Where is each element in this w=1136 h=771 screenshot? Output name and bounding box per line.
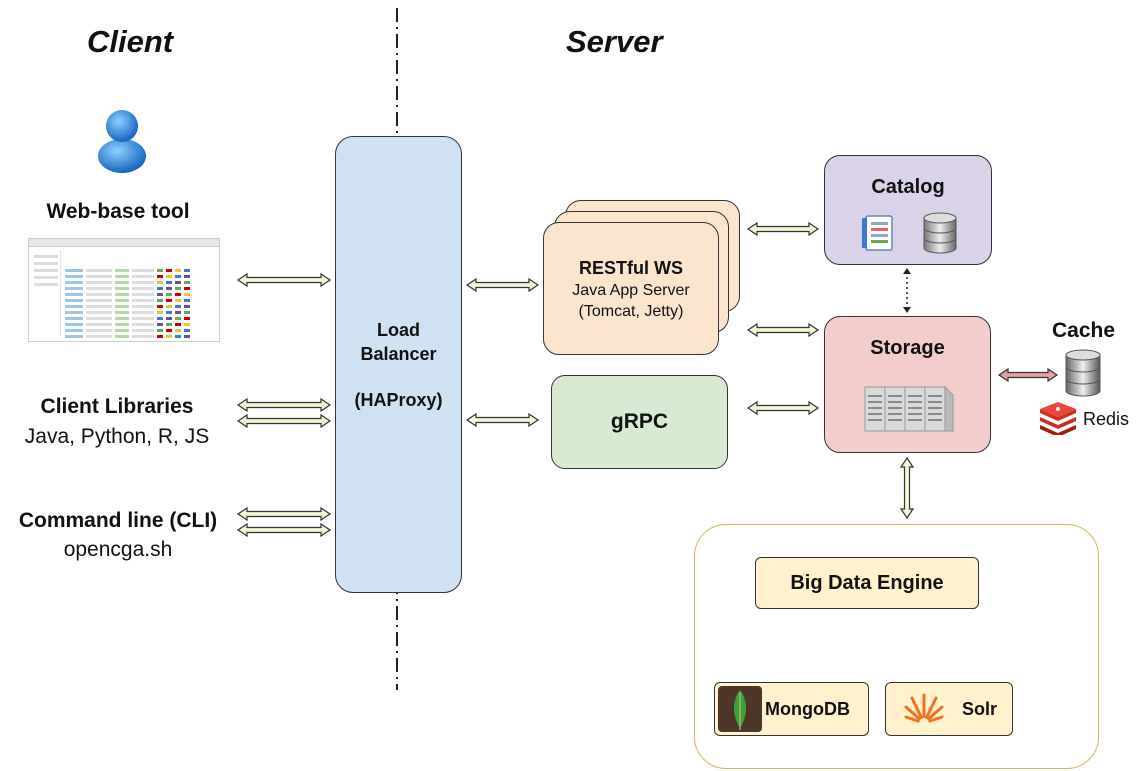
client-libraries-subtitle: Java, Python, R, JS bbox=[24, 425, 210, 448]
client-section-title: Client bbox=[87, 24, 174, 59]
solr-label: Solr bbox=[962, 699, 998, 719]
mini-table-row bbox=[65, 311, 213, 314]
restful-title: RESTful WS bbox=[579, 257, 683, 278]
load-balancer-line3: (HAProxy) bbox=[354, 389, 443, 410]
storage-to-bigdata-arrow bbox=[899, 456, 915, 520]
mini-table-row bbox=[65, 269, 213, 272]
document-list-icon bbox=[862, 215, 893, 251]
load-balancer-box: Load Balancer (HAProxy) bbox=[335, 136, 462, 593]
mini-table-row bbox=[65, 275, 213, 278]
restful-ws-box: RESTful WS Java App Server (Tomcat, Jett… bbox=[543, 222, 719, 355]
big-data-title: Big Data Engine bbox=[790, 571, 944, 594]
client-libraries-title: Client Libraries bbox=[40, 395, 194, 418]
cli-to-loadbalancer-arrow-2 bbox=[236, 522, 332, 538]
solr-box: Solr bbox=[885, 682, 1013, 736]
redis-label: Redis bbox=[1083, 409, 1130, 429]
mini-table-row bbox=[65, 323, 213, 326]
cli-subtitle: opencga.sh bbox=[63, 538, 173, 561]
mini-table-row bbox=[65, 287, 213, 290]
storage-to-cache-arrow bbox=[997, 367, 1059, 383]
storage-connector-arrowhead bbox=[903, 307, 911, 313]
restful-to-catalog-arrow bbox=[746, 221, 820, 237]
server-rack-icon bbox=[864, 385, 954, 432]
restful-line2: Java App Server bbox=[572, 281, 690, 299]
mongodb-logo-icon bbox=[718, 686, 762, 732]
web-tool-screenshot bbox=[28, 238, 220, 342]
loadbalancer-to-grpc-arrow bbox=[465, 412, 540, 428]
cli-title: Command line (CLI) bbox=[18, 509, 218, 532]
storage-box: Storage bbox=[824, 316, 991, 453]
catalog-box: Catalog bbox=[824, 155, 992, 265]
restful-to-storage-arrow bbox=[746, 322, 820, 338]
mini-table-row bbox=[65, 305, 213, 308]
user-icon bbox=[98, 110, 146, 173]
catalog-title: Catalog bbox=[871, 176, 945, 198]
big-data-engine-box: Big Data Engine bbox=[755, 557, 979, 609]
grpc-box: gRPC bbox=[551, 375, 728, 469]
mini-table-row bbox=[65, 317, 213, 320]
web-tool-label: Web-base tool bbox=[46, 200, 190, 223]
mongodb-box: MongoDB bbox=[714, 682, 869, 736]
mini-table-row bbox=[65, 299, 213, 302]
loadbalancer-to-restful-arrow bbox=[465, 277, 540, 293]
redis-logo-icon bbox=[1040, 402, 1076, 435]
cache-database-icon bbox=[1065, 349, 1101, 397]
storage-title: Storage bbox=[870, 337, 945, 359]
restful-line3: (Tomcat, Jetty) bbox=[578, 302, 684, 320]
database-icon bbox=[923, 212, 957, 254]
mini-table-row bbox=[65, 293, 213, 296]
server-section-title: Server bbox=[566, 24, 663, 59]
load-balancer-line2: Balancer bbox=[360, 343, 437, 364]
mini-table-row bbox=[65, 335, 213, 338]
mongodb-label: MongoDB bbox=[765, 699, 850, 719]
catalog-connector-arrowhead bbox=[903, 268, 911, 274]
grpc-title: gRPC bbox=[610, 410, 669, 433]
cache-title: Cache bbox=[1052, 319, 1116, 342]
load-balancer-line1: Load bbox=[377, 319, 420, 340]
grpc-to-storage-arrow bbox=[746, 400, 820, 416]
libraries-to-loadbalancer-arrow-1 bbox=[236, 397, 332, 413]
webtool-to-loadbalancer-arrow bbox=[236, 272, 332, 288]
mini-table-row bbox=[65, 281, 213, 284]
mini-table-row bbox=[65, 329, 213, 332]
solr-logo-icon bbox=[904, 693, 944, 728]
libraries-to-loadbalancer-arrow-2 bbox=[236, 413, 332, 429]
cli-to-loadbalancer-arrow-1 bbox=[236, 506, 332, 522]
